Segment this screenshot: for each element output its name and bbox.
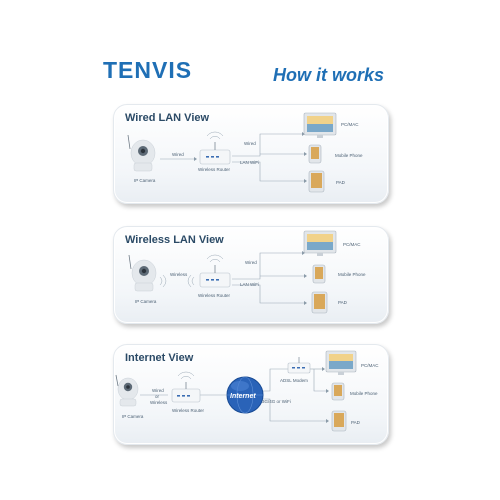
ip-camera-icon bbox=[115, 374, 139, 407]
ip-camera-icon bbox=[127, 134, 156, 172]
camera-link-label-wired: Wired bbox=[152, 388, 164, 393]
tenvis-logo: TENVIS bbox=[103, 57, 193, 83]
camera-link-label: Wireless bbox=[170, 272, 188, 277]
panel-title: Internet View bbox=[125, 352, 194, 364]
mobile-phone-icon bbox=[308, 144, 322, 164]
tablet-pad-icon bbox=[311, 291, 328, 314]
camera-link-label-or: or bbox=[155, 394, 160, 399]
panel-title: Wireless LAN View bbox=[125, 234, 224, 246]
wireless-lan-panel: Wireless LAN View IP Camera Wireless bbox=[113, 226, 389, 324]
tablet-pad-icon bbox=[308, 170, 325, 193]
pc-label: PC/MAC bbox=[361, 363, 379, 368]
pad-label: PAD bbox=[338, 300, 348, 305]
pc-monitor-icon bbox=[325, 350, 357, 375]
wired-lan-panel: Wired LAN View IP Camera Wired bbox=[113, 104, 389, 204]
pad-label: PAD bbox=[351, 420, 361, 425]
how-it-works-heading: How it works bbox=[273, 65, 385, 85]
modem-label: ADSL Modem bbox=[280, 378, 308, 383]
mobile-phone-icon bbox=[312, 264, 326, 284]
devices-link-label: LAN WiFi bbox=[240, 160, 259, 165]
wireless-router-icon bbox=[199, 254, 231, 288]
camera-link-label-wireless: Wireless bbox=[150, 400, 168, 405]
pc-label: PC/MAC bbox=[341, 122, 359, 127]
pc-link-label: Wired bbox=[244, 141, 256, 146]
router-label: Wireless Router bbox=[172, 408, 205, 413]
pc-monitor-icon bbox=[303, 230, 337, 256]
internet-panel: Internet View IP Camera Wired or Wireles… bbox=[113, 344, 389, 445]
adsl-modem-icon bbox=[287, 357, 311, 374]
internet-globe-icon bbox=[226, 376, 264, 414]
router-label: Wireless Router bbox=[198, 167, 231, 172]
wireless-router-icon bbox=[199, 131, 231, 165]
phone-label: Mobile Phone bbox=[350, 391, 378, 396]
camera-label: IP Camera bbox=[134, 178, 156, 183]
pc-link-label: Wired bbox=[245, 260, 257, 265]
devices-link-label: LAN WiFi bbox=[240, 282, 259, 287]
internet-diagram: IP Camera Wired or Wireless Wireless Rou… bbox=[115, 350, 379, 432]
internet-label: Internet bbox=[230, 393, 256, 400]
camera-label: IP Camera bbox=[135, 299, 157, 304]
mobile-link-label: 3G/4G or WiFi bbox=[262, 399, 291, 404]
camera-link-label: Wired bbox=[172, 152, 184, 157]
ip-camera-icon bbox=[128, 254, 157, 292]
wireless-router-icon bbox=[171, 371, 201, 403]
phone-label: Mobile Phone bbox=[338, 272, 366, 277]
tablet-pad-icon bbox=[331, 410, 347, 432]
wired-lan-diagram: IP Camera Wired Wireless Router Wired LA… bbox=[127, 112, 363, 193]
pc-label: PC/MAC bbox=[343, 242, 361, 247]
pad-label: PAD bbox=[336, 180, 346, 185]
wireless-lan-diagram: IP Camera Wireless Wireless Router Wired… bbox=[128, 230, 366, 314]
pc-monitor-icon bbox=[303, 112, 337, 138]
phone-label: Mobile Phone bbox=[335, 153, 363, 158]
camera-label: IP Camera bbox=[122, 414, 144, 419]
panel-title: Wired LAN View bbox=[125, 112, 210, 124]
mobile-phone-icon bbox=[331, 382, 345, 401]
router-label: Wireless Router bbox=[198, 293, 231, 298]
